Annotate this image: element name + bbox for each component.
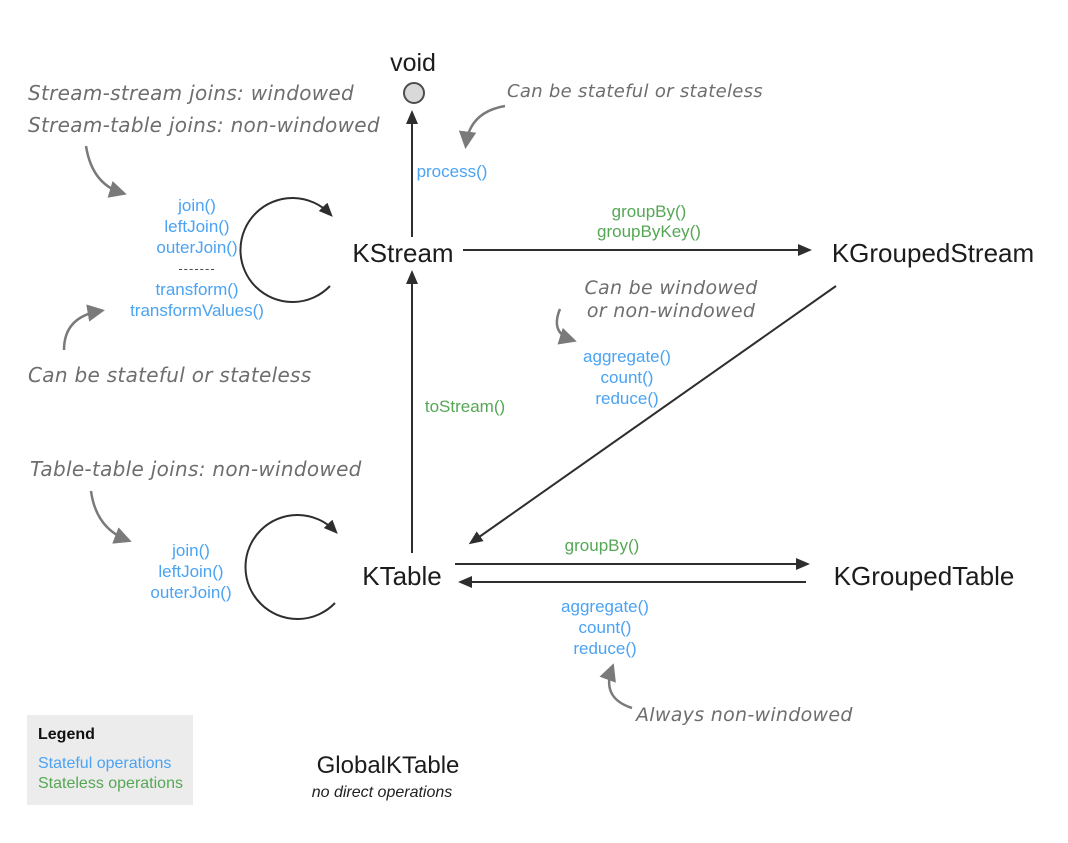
op-label: transform() (155, 280, 239, 299)
annotation-arrow-always-non-windowed (599, 663, 633, 710)
annotation-arrow-stream-joins (84, 145, 127, 198)
ops-ktable-to-kgroupedtable: groupBy() (564, 536, 640, 555)
arrow-ktable-self-loop (244, 514, 338, 620)
op-label: groupByKey() (597, 222, 701, 241)
op-label: outerJoin() (150, 583, 232, 602)
ops-kgroupedstream-to-ktable: aggregate() count() reduce() (583, 346, 671, 409)
annotation-always-non-windowed: Always non-windowed (636, 704, 853, 726)
ops-kgroupedtable-to-ktable: aggregate() count() reduce() (561, 596, 649, 659)
ops-kstream-to-void: process() (416, 162, 488, 181)
annotation-windowed-note: Can be windowed or non-windowed (584, 277, 757, 323)
annotation-line: or non-windowed (586, 300, 756, 322)
annotation-line: Stream-stream joins: windowed (28, 81, 355, 105)
op-separator: ------- (178, 261, 216, 276)
ops-kstream-to-kgroupedstream: groupBy() groupByKey() (597, 202, 701, 242)
op-label: outerJoin() (156, 238, 238, 257)
annotation-line: Stream-table joins: non-windowed (28, 113, 380, 137)
node-kgroupedtable-label: KGroupedTable (833, 561, 1015, 591)
ops-kstream-self: join() leftJoin() outerJoin() ------- tr… (130, 195, 264, 321)
op-label: groupBy() (611, 202, 687, 221)
node-globalktable-label: GlobalKTable (316, 752, 460, 779)
op-label: join() (178, 196, 216, 215)
ops-ktable-self: join() leftJoin() outerJoin() (150, 540, 231, 603)
arrow-kgroupedstream-to-ktable (468, 285, 837, 545)
node-kstream-label: KStream (352, 238, 454, 268)
op-label: count() (600, 368, 654, 387)
annotation-table-joins: Table-table joins: non-windowed (30, 457, 362, 481)
annotation-stream-joins: Stream-stream joins: windowed Stream-tab… (28, 77, 380, 141)
op-label: leftJoin() (164, 217, 230, 236)
annotation-transform-note: Can be stateful or stateless (28, 363, 312, 387)
annotation-arrow-transform-note (62, 304, 105, 351)
annotation-arrow-windowed-note (555, 308, 577, 345)
annotation-process-note: Can be stateful or stateless (507, 81, 763, 102)
annotation-line: Can be windowed (584, 277, 758, 299)
op-label: transformValues() (130, 301, 264, 320)
annotation-arrow-process-note (458, 104, 506, 149)
legend-panel (27, 715, 193, 805)
ops-ktable-to-kstream: toStream() (424, 397, 506, 416)
void-circle-icon (403, 82, 425, 104)
legend-stateful-label: Stateful operations (38, 755, 172, 772)
node-kgroupedstream-label: KGroupedStream (831, 238, 1035, 268)
annotation-arrow-table-joins (89, 490, 132, 544)
op-label: reduce() (573, 639, 637, 658)
legend-stateless-label: Stateless operations (38, 775, 183, 792)
legend-title: Legend (38, 726, 95, 743)
node-void-label: void (390, 49, 436, 77)
op-label: aggregate() (583, 347, 671, 366)
op-label: leftJoin() (158, 562, 224, 581)
op-label: join() (172, 541, 210, 560)
node-ktable-label: KTable (362, 561, 442, 591)
op-label: count() (578, 618, 632, 637)
node-globalktable-note: no direct operations (311, 784, 453, 801)
op-label: aggregate() (561, 597, 649, 616)
op-label: reduce() (595, 389, 659, 408)
arrow-kstream-self-loop (239, 197, 333, 303)
